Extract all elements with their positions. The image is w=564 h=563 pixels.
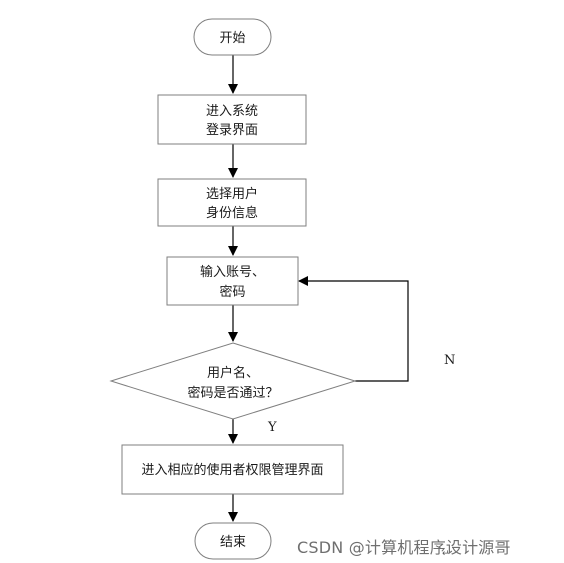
enter-login-label-line2: 登录界面 bbox=[206, 123, 258, 138]
select-user-process bbox=[157, 178, 307, 227]
decision-label-line1: 用户名、 bbox=[207, 365, 259, 381]
enter-login-label-line1: 进入系统 bbox=[206, 104, 258, 119]
decision-label-line2: 密码是否通过？ bbox=[187, 385, 278, 401]
end-terminal bbox=[194, 522, 272, 560]
decision-diamond bbox=[109, 342, 357, 420]
input-account-process bbox=[166, 256, 299, 306]
start-label: 开始 bbox=[219, 31, 245, 46]
paragraph-return-icon: ↵ bbox=[442, 549, 450, 559]
input-account-label-line2: 密码 bbox=[219, 284, 245, 300]
no-branch-label: N bbox=[444, 353, 455, 368]
csdn-watermark: CSDN @计算机程序设计源哥 bbox=[297, 538, 511, 557]
enter-login-process bbox=[157, 94, 307, 145]
enter-management-process bbox=[121, 444, 344, 495]
yes-branch-label: Y bbox=[267, 420, 277, 435]
start-terminal bbox=[193, 18, 272, 56]
select-user-label-line2: 身份信息 bbox=[206, 205, 258, 221]
arrow-no-loop bbox=[298, 276, 409, 382]
select-user-label-line1: 选择用户 bbox=[206, 186, 258, 202]
end-label: 结束 bbox=[220, 535, 246, 550]
input-account-label-line1: 输入账号、 bbox=[200, 264, 265, 280]
enter-management-label: 进入相应的使用者权限管理界面 bbox=[141, 462, 323, 478]
